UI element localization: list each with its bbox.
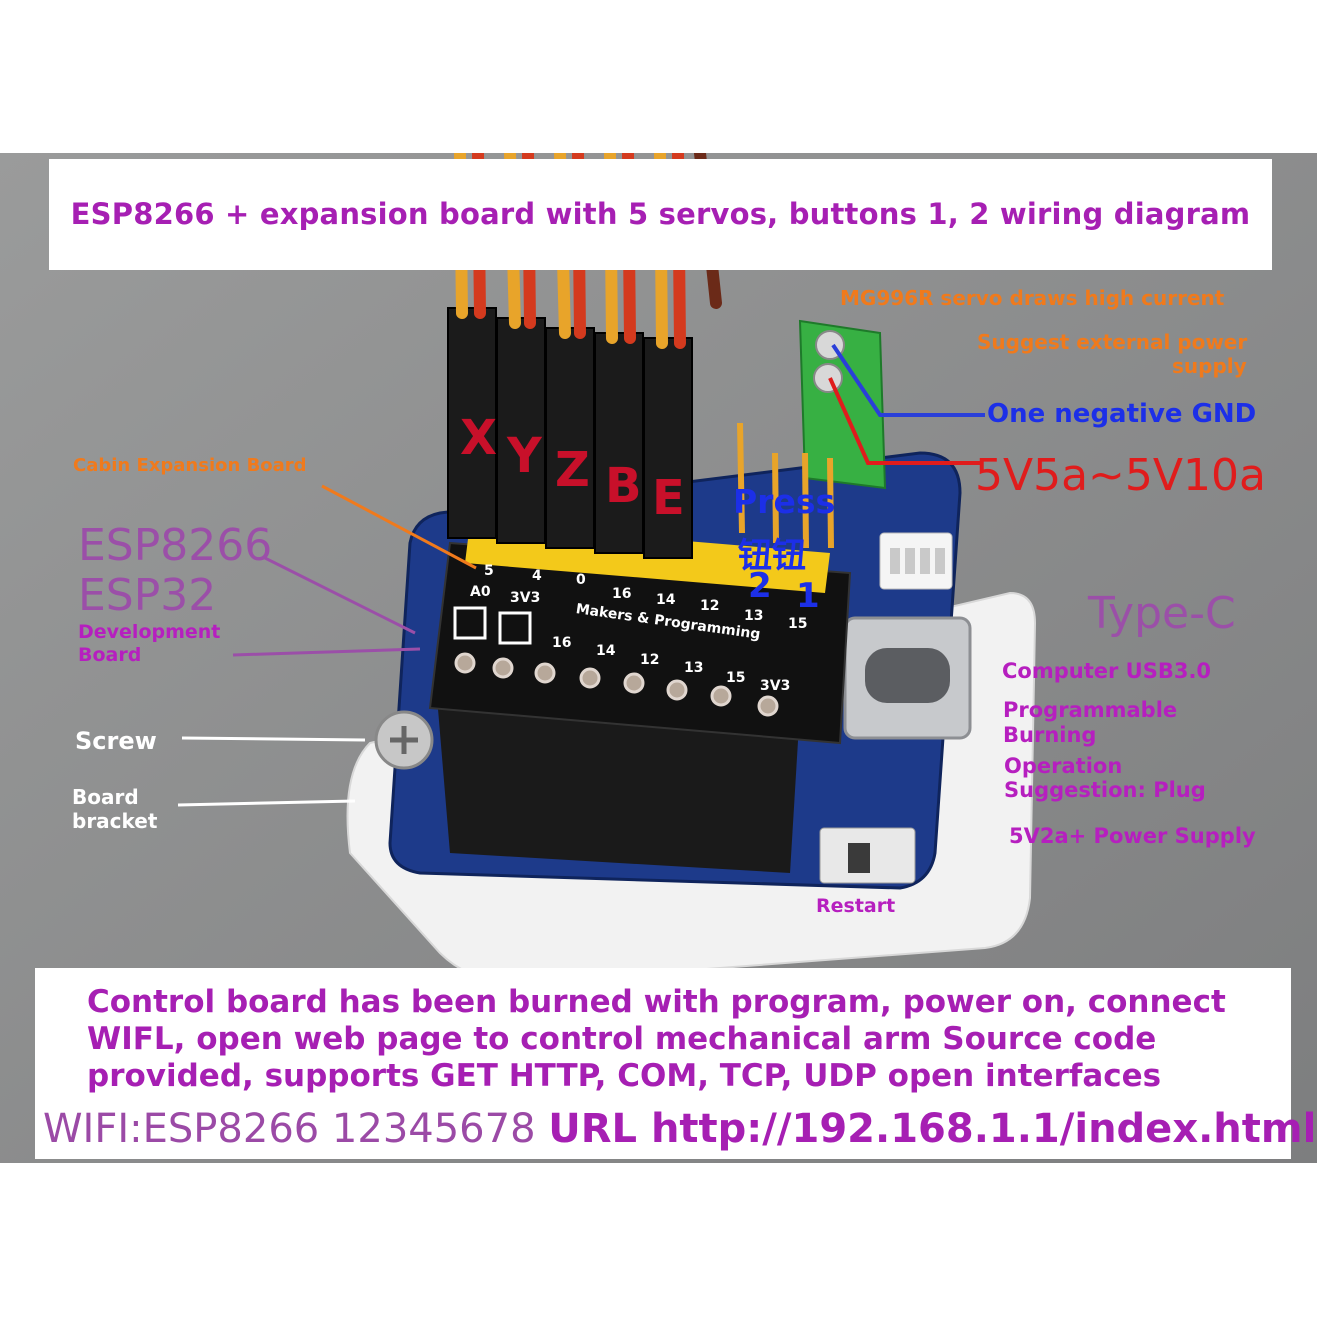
pin-label-a0: A0	[470, 584, 491, 600]
pin-label-0: 0	[576, 572, 586, 588]
type-c-label: Type-C	[1088, 588, 1236, 639]
operation-label-1: Operation	[1004, 754, 1123, 778]
voltage-label: 5V5a~5V10a	[975, 450, 1266, 501]
bottom-info-box: Control board has been burned with progr…	[35, 968, 1316, 1159]
button-glyph-label: 钮钮	[738, 536, 806, 576]
screw-label: Screw	[75, 727, 157, 755]
control-url: URL http://192.168.1.1/index.html	[548, 1106, 1317, 1152]
esp8266-label: ESP8266	[78, 520, 273, 571]
wifi-credentials: WIFI:ESP8266 12345678	[43, 1106, 536, 1152]
servo-current-label: MG996R servo draws high current	[840, 286, 1225, 310]
dev-board-label-1: Development	[78, 621, 221, 643]
button-1-label: 1	[796, 576, 820, 616]
restart-label: Restart	[816, 895, 896, 917]
cabin-board-label: Cabin Expansion Board	[73, 455, 307, 476]
programmable-label-1: Programmable	[1003, 698, 1178, 722]
diagram-title: ESP8266 + expansion board with 5 servos,…	[70, 197, 1251, 231]
bracket-label-1: Board	[72, 785, 139, 809]
dev-board-label-2: Board	[78, 644, 142, 666]
operation-label-2: Suggestion: Plug	[1004, 778, 1206, 802]
bottom-pin-3v3: 3V3	[760, 678, 791, 694]
pin-label-14: 14	[656, 592, 676, 608]
pin-label-4: 4	[532, 568, 542, 584]
pin-label-3v3: 3V3	[510, 590, 541, 606]
pin-label-15: 15	[788, 616, 808, 632]
programmable-label-2: Burning	[1003, 723, 1097, 747]
ext-power-label-1: Suggest external power	[977, 330, 1248, 354]
ext-power-label-2: supply	[1172, 354, 1247, 378]
esp32-label: ESP32	[78, 570, 217, 621]
press-label: Press	[733, 482, 836, 521]
bottom-pin-13: 13	[684, 660, 704, 676]
jst-connector	[879, 532, 953, 590]
servo-letter-x: X	[460, 410, 498, 466]
bottom-pin-15: 15	[726, 670, 746, 686]
bottom-description: Control board has been burned with progr…	[87, 984, 1226, 1094]
bottom-pin-16: 16	[552, 635, 572, 651]
pin-label-16: 16	[612, 586, 632, 602]
title-box: ESP8266 + expansion board with 5 servos,…	[49, 159, 1272, 270]
wifi-url-line: WIFI:ESP8266 12345678 URL http://192.168…	[43, 1106, 1316, 1152]
bottom-pin-12: 12	[640, 652, 660, 668]
pin-label-5: 5	[484, 563, 494, 579]
bracket-label-2: bracket	[72, 809, 158, 833]
gnd-label: One negative GND	[987, 399, 1257, 429]
bottom-pin-14: 14	[596, 643, 616, 659]
servo-letter-y: Y	[507, 428, 542, 484]
pin-label-13: 13	[744, 608, 764, 624]
button-2-label: 2	[748, 566, 772, 606]
servo-letter-e: E	[652, 470, 685, 526]
usb-label: Computer USB3.0	[1002, 659, 1212, 683]
servo-letter-b: B	[605, 458, 642, 514]
power-supply-label: 5V2a+ Power Supply	[1009, 824, 1256, 848]
pin-label-12: 12	[700, 598, 720, 614]
servo-letter-z: Z	[555, 442, 590, 498]
